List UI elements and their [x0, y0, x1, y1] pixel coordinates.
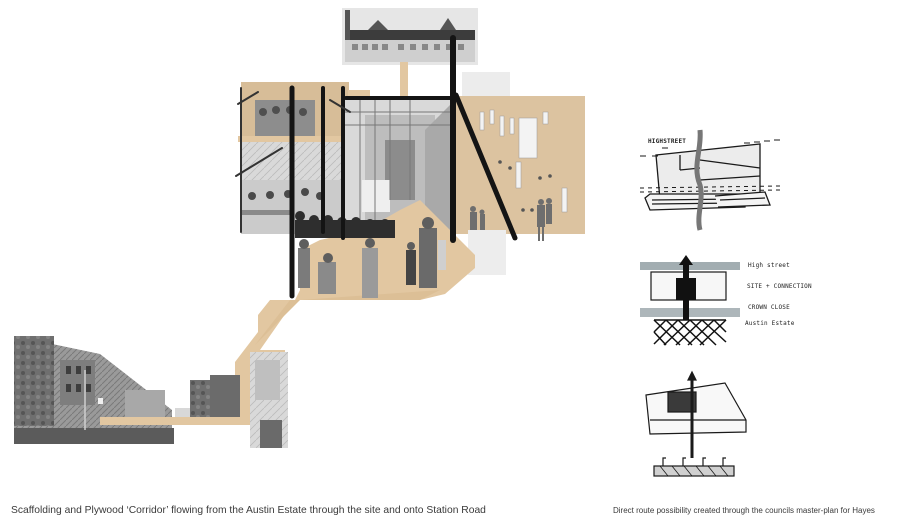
concept-sketches: HIGHSTREET High street SITE + CONNECTION…: [600, 0, 900, 500]
sketch-label-high-street: High street: [748, 262, 790, 269]
sketch-direct-route: [645, 370, 747, 477]
plywood-street-strip: [100, 360, 250, 425]
caption-direct-route: Direct route possibility created through…: [613, 506, 875, 515]
plywood-poster-wall: [455, 72, 585, 275]
scaffold-lower-deck: [241, 142, 349, 234]
collage-illustration: [14, 8, 585, 448]
scaffold-upper-deck: [238, 82, 370, 142]
sketch-label-austin-estate: Austin Estate: [745, 320, 795, 327]
plywood-corridor-shade: [255, 290, 440, 345]
scaffold-poles: [235, 35, 518, 299]
plywood-connector: [400, 62, 408, 102]
sketch-site-connection: [640, 255, 740, 346]
austin-estate-street-scene: [14, 336, 288, 448]
sketch-drawings: [639, 129, 781, 477]
caption-corridor: Scaffolding and Plywood ‘Corridor’ flowi…: [11, 505, 486, 516]
sketch-label-site-connection: SITE + CONNECTION: [747, 283, 812, 290]
corridor-collage: [14, 8, 585, 448]
sketch-high-street-plan: [639, 129, 781, 231]
sketch-label-crown-close: CROWN CLOSE: [748, 304, 790, 311]
high-street-elevation: [342, 8, 478, 65]
sketch-label-highstreet: HIGHSTREET: [648, 138, 687, 145]
